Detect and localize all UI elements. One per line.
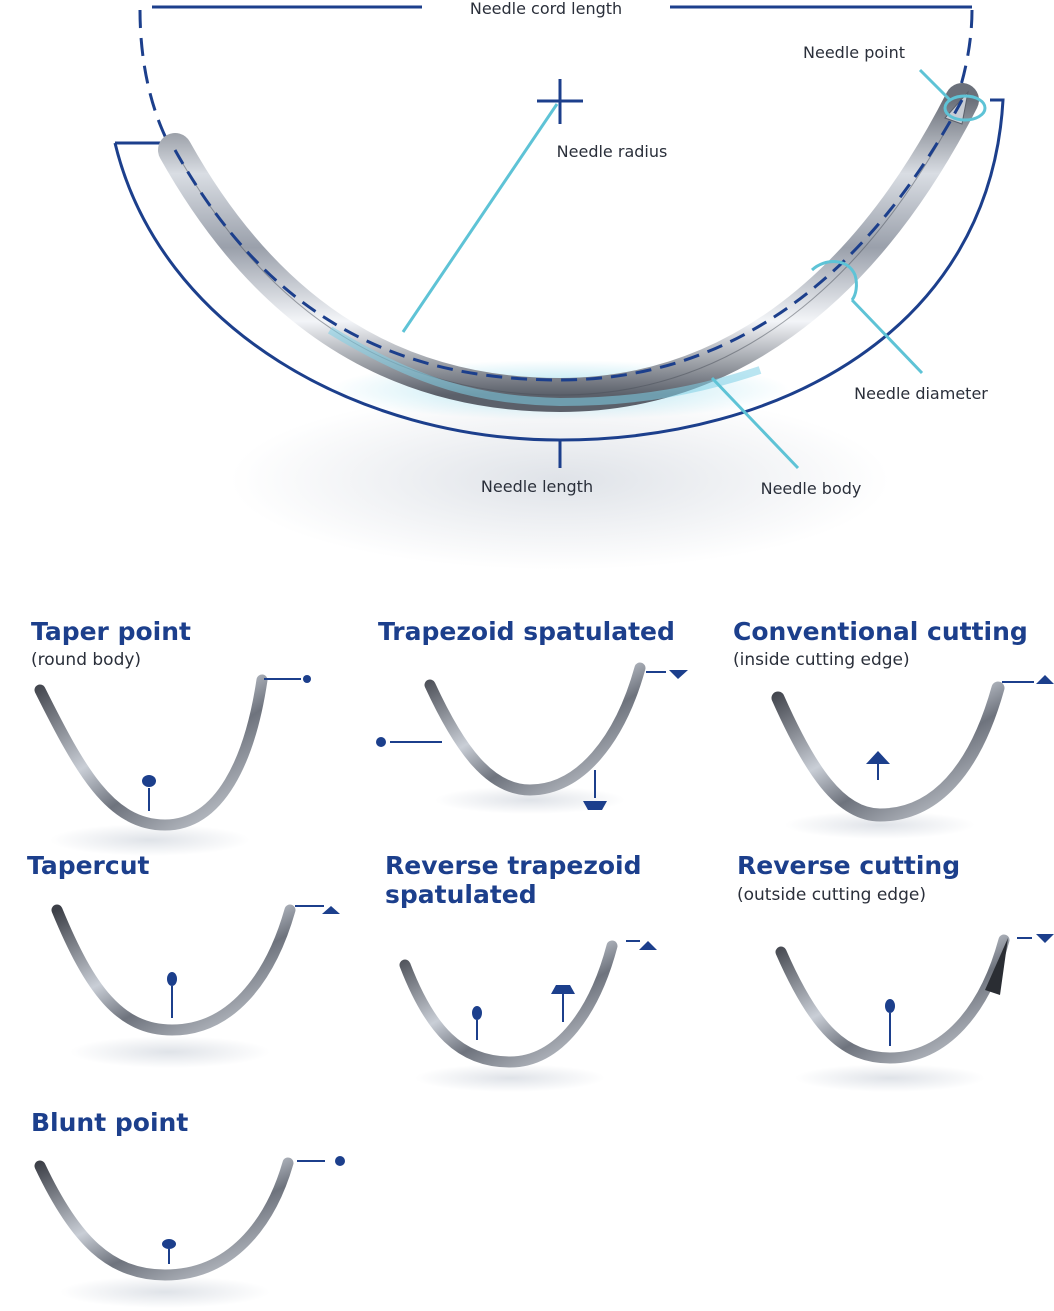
- trapezoid-body-icon: [583, 801, 607, 810]
- round-shank-icon: [376, 737, 386, 747]
- reverse-cutting-tip-icon: [1036, 934, 1054, 943]
- needle-shadow: [795, 1064, 985, 1092]
- blunt-tip-icon: [335, 1156, 345, 1166]
- needle-image: [34, 1157, 294, 1281]
- needle-shadow: [70, 1036, 270, 1068]
- diameter-arc: [810, 260, 858, 301]
- point-leader: [918, 68, 952, 102]
- round-body-icon: [167, 972, 177, 986]
- type-title: Reverse cutting: [737, 851, 960, 880]
- type-title: Trapezoid spatulated: [378, 617, 675, 646]
- type-reverse-cutting: Reverse cutting (outside cutting edge): [737, 851, 1054, 1092]
- needle-underside-glow: [327, 326, 762, 407]
- needle-image: [34, 674, 268, 831]
- needle-image: [775, 934, 1010, 1064]
- needle-shadow: [785, 811, 975, 839]
- cutting-tip-icon: [639, 941, 657, 950]
- needle-body-edge: [174, 99, 963, 396]
- spatula-tip-icon: [669, 670, 688, 679]
- needle-shadow: [50, 824, 250, 856]
- type-subtitle: (round body): [31, 650, 141, 670]
- needle-image: [399, 940, 618, 1068]
- type-conventional-cutting: Conventional cutting (inside cutting edg…: [733, 617, 1054, 839]
- type-title-line1: Reverse trapezoid: [385, 851, 642, 880]
- type-subtitle: (inside cutting edge): [733, 650, 910, 670]
- type-title: Tapercut: [27, 851, 149, 880]
- reverse-trapezoid-icon: [551, 985, 575, 994]
- needle-diameter-label: Needle diameter: [854, 384, 988, 403]
- needle-image: [51, 904, 296, 1036]
- cord-length-dashed-arc-right: [956, 9, 974, 96]
- radius-leader: [401, 103, 559, 333]
- needle-image: [424, 662, 646, 796]
- point-circle: [943, 94, 987, 122]
- cutting-tip-icon: [1036, 675, 1054, 684]
- type-tapercut: Tapercut: [27, 851, 340, 1068]
- round-body-icon: [142, 775, 156, 787]
- needle-shadow: [435, 786, 625, 814]
- round-body-icon: [162, 1239, 176, 1249]
- round-body-icon: [472, 1006, 482, 1020]
- round-body-icon: [885, 999, 895, 1013]
- type-trapezoid-spatulated: Trapezoid spatulated: [376, 617, 688, 814]
- body-leader: [710, 376, 800, 470]
- needle-image: [771, 681, 1005, 822]
- type-reverse-trapezoid-spatulated: Reverse trapezoid spatulated: [385, 851, 657, 1092]
- cord-length-dashed-arc: [138, 9, 174, 151]
- cutting-body-icon: [866, 751, 890, 764]
- type-title: Conventional cutting: [733, 617, 1028, 646]
- needle-shadow: [415, 1064, 605, 1092]
- type-subtitle: (outside cutting edge): [737, 885, 926, 905]
- type-title-line2: spatulated: [385, 880, 537, 909]
- cutting-tip-icon: [322, 906, 340, 914]
- needle-reflection: [230, 390, 890, 570]
- cord-length-label: Needle cord length: [470, 0, 622, 18]
- type-taper-point: Taper point (round body): [31, 617, 311, 856]
- diameter-leader: [850, 298, 924, 375]
- needle-body-label: Needle body: [761, 479, 862, 498]
- type-blunt-point: Blunt point: [31, 1108, 345, 1308]
- type-title: Taper point: [31, 617, 191, 646]
- needle-length-label: Needle length: [481, 477, 593, 496]
- main-needle-group: Needle cord length Needle point Needle r…: [113, 0, 1005, 570]
- needle-radius-label: Needle radius: [557, 142, 668, 161]
- type-title: Blunt point: [31, 1108, 188, 1137]
- round-tip-icon: [303, 675, 311, 683]
- needle-shadow: [60, 1276, 270, 1308]
- needle-point-label: Needle point: [803, 43, 905, 62]
- needle-center-dashed: [173, 99, 964, 382]
- cutting-edge-shade: [985, 938, 1008, 995]
